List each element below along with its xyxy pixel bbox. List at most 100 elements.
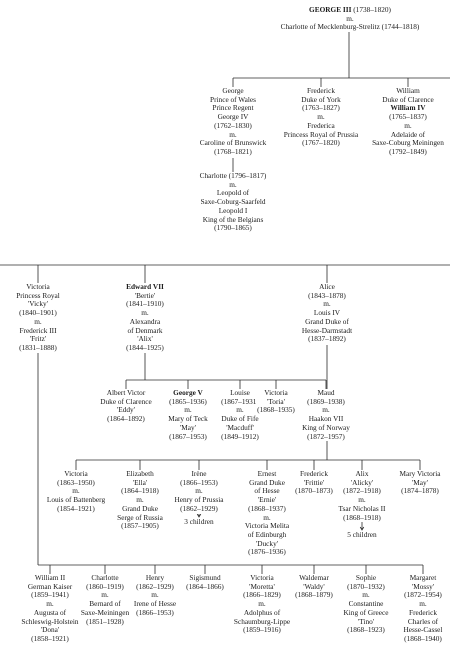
- node-line: m.: [358, 495, 366, 505]
- node-line: m.: [46, 599, 54, 609]
- node-line: Charlotte (1796–1817): [199, 171, 267, 180]
- node-line: (1866–1953): [180, 477, 218, 487]
- node-line-part: GEORGE III: [309, 5, 352, 14]
- node-line: 'Toria': [267, 396, 285, 406]
- node-line: Frederick: [409, 607, 437, 617]
- node-line: (1862–1929): [180, 503, 218, 513]
- node-line: (1790–1865): [214, 223, 252, 233]
- node-line: (1865–1936): [169, 396, 207, 406]
- node-line: 'Ernie': [257, 495, 277, 505]
- node-line: Charlotte: [91, 573, 119, 582]
- node-line: Saxe-Coburg-Saarfeld: [200, 197, 266, 207]
- node-line: Duke of York: [301, 94, 341, 104]
- node-line: Bernard of: [89, 599, 121, 609]
- node-line: m.: [322, 405, 330, 415]
- node-line: 3 children: [184, 517, 214, 526]
- node-line: 'Dona': [40, 625, 60, 635]
- node-line: (1867–1953): [169, 431, 207, 441]
- node-victoria-moretta: Victoria'Moretta'(1866–1829)m.Adolphus o…: [230, 573, 294, 635]
- node-line: Elizabeth: [126, 469, 154, 478]
- node-line: 'May': [411, 477, 428, 487]
- node-line: Duke of Fife: [221, 414, 259, 424]
- node-line: m.: [141, 308, 149, 318]
- node-line: Grand Duke: [122, 503, 158, 513]
- node-line: 'Frittie': [303, 477, 325, 487]
- node-line: Schleswig-Holstein: [21, 616, 79, 626]
- node-line: (1841–1910): [126, 299, 164, 309]
- node-irene-3-children: 3 children: [169, 517, 229, 527]
- node-line: m.: [317, 112, 325, 122]
- node-line: (1868–1935): [257, 405, 295, 415]
- node-line: of Edinburgh: [247, 529, 287, 539]
- node-line: Victoria: [264, 388, 288, 397]
- node-line: Duke of Clarence: [382, 94, 434, 104]
- node-line: Tsar Nicholas II: [338, 503, 386, 513]
- node-line: (1869–1938): [307, 396, 345, 406]
- node-line: 5 children: [347, 530, 377, 539]
- node-line: Margaret: [409, 573, 437, 582]
- node-line: (1768–1821): [214, 146, 252, 156]
- node-george-v: George V(1865–1936)m.Mary of Teck'May'(1…: [160, 388, 216, 442]
- node-line: Augusta of: [33, 607, 67, 617]
- node-victoria-toria: Victoria'Toria'(1868–1935): [256, 388, 296, 416]
- node-alix-5-children: 5 children: [333, 530, 391, 540]
- node-line: (1868–1918): [343, 512, 381, 522]
- node-line: 'Macduff': [226, 422, 254, 432]
- node-line: (1762–1830): [214, 120, 252, 130]
- node-line: Saxe-Meiningen: [80, 607, 130, 617]
- node-line: m.: [323, 299, 331, 309]
- node-line: m.: [236, 405, 244, 415]
- node-line: William IV: [390, 103, 426, 113]
- node-line: Adelaide of: [390, 129, 426, 139]
- node-line: (1859–1916): [243, 625, 281, 635]
- node-line: 'Ella': [132, 477, 148, 487]
- node-line: (1868–1937): [248, 503, 286, 513]
- node-line: 'Bertie': [134, 290, 156, 300]
- node-line: Henry of Prussia: [174, 495, 224, 505]
- node-line: Caroline of Brunswick: [199, 138, 267, 148]
- node-line: (1863–1950): [57, 477, 95, 487]
- node-line: m.: [72, 486, 80, 496]
- node-line: (1858–1921): [31, 633, 69, 643]
- node-line: Prince Regent: [212, 103, 254, 113]
- node-frederick-frittie: Frederick'Frittie'(1870–1873): [294, 469, 334, 497]
- node-line: Constantine: [348, 599, 384, 609]
- node-line: King of Norway: [302, 422, 350, 432]
- node-line: (1854–1921): [57, 503, 95, 513]
- node-line: (1763–1827): [302, 103, 340, 113]
- node-line: Princess Royal: [16, 290, 60, 300]
- node-line: 'May': [179, 422, 196, 432]
- node-line: m.: [263, 512, 271, 522]
- node-line: George: [222, 86, 244, 95]
- node-line: Charlotte of Mecklenburg-Strelitz (1744–…: [280, 22, 420, 32]
- node-line: (1859–1941): [31, 590, 69, 600]
- node-line: (1872–1954): [404, 590, 442, 600]
- node-line: (1868–1879): [295, 590, 333, 600]
- node-line: Leopold I: [218, 205, 248, 215]
- node-line: 'Tino': [357, 616, 375, 626]
- node-line: Victoria: [64, 469, 88, 478]
- node-edward-vii: Edward VII'Bertie'(1841–1910)m.Alexandra…: [110, 282, 180, 353]
- node-line: m.: [34, 316, 42, 326]
- node-line: Hesse-Darmstadt: [301, 325, 353, 335]
- node-line: (1872–1957): [307, 431, 345, 441]
- node-line: Maud: [317, 388, 335, 397]
- node-line: 'Mossy': [411, 581, 435, 591]
- node-line: Frederica: [307, 120, 335, 130]
- node-line: Victoria: [250, 573, 274, 582]
- node-line: m.: [229, 179, 237, 189]
- node-line: (1876–1936): [248, 547, 286, 557]
- arrow-icon: [359, 526, 365, 531]
- node-line: Victoria Melita: [244, 521, 290, 531]
- node-line: Irène: [191, 469, 207, 478]
- node-line: (1851–1928): [86, 616, 124, 626]
- node-line: m.: [151, 590, 159, 600]
- node-line: German Kaiser: [27, 581, 73, 591]
- node-line: William II: [34, 573, 66, 582]
